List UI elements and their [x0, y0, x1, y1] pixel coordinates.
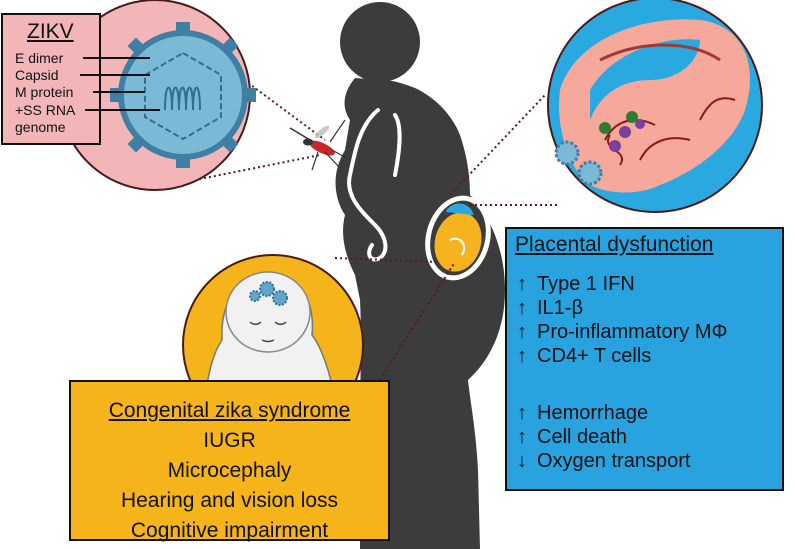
list-item: Hearing and vision loss: [120, 489, 339, 512]
womb-fetus: [425, 195, 491, 281]
virus-particles: [554, 140, 603, 186]
list-item: ↑Type 1 IFN: [517, 273, 635, 295]
placenta-tissue-inset: [547, 0, 763, 213]
down-arrow-icon: ↓: [517, 450, 527, 472]
up-arrow-icon: ↑: [517, 321, 527, 343]
list-item: Microcephaly: [167, 459, 292, 482]
label-genome: genome: [15, 119, 66, 135]
list-item: ↑Pro-inflammatory MΦ: [517, 321, 728, 343]
list-item: Cognitive impairment: [130, 519, 329, 542]
up-arrow-icon: ↑: [517, 273, 527, 295]
list-item: ↓Oxygen transport: [517, 450, 691, 472]
label-m-protein: M protein: [15, 84, 74, 100]
placental-dysfunction-box: Placental dysfunction ↑Type 1 IFN ↑IL1-β…: [505, 227, 784, 491]
up-arrow-icon: ↑: [517, 402, 527, 424]
immune-cells: [599, 111, 645, 152]
list-item: ↑IL1-β: [517, 297, 583, 319]
congenital-zika-syndrome-box: Congenital zika syndrome IUGR Microcepha…: [69, 380, 390, 542]
zikv-title: ZIKV: [27, 20, 74, 43]
label-e-dimer: E dimer: [15, 50, 64, 66]
list-item: ↑Cell death: [517, 426, 628, 448]
immune-effects-list: ↑Type 1 IFN ↑IL1-β ↑Pro-inflammatory MΦ …: [517, 272, 727, 368]
label-ss-rna: +SS RNA: [15, 102, 76, 118]
up-arrow-icon: ↑: [517, 345, 527, 367]
label-capsid: Capsid: [15, 67, 59, 83]
mosquito: [289, 119, 351, 171]
list-item: IUGR: [203, 429, 256, 452]
list-item: ↑CD4+ T cells: [517, 345, 652, 367]
list-item: ↑Hemorrhage: [517, 402, 649, 424]
placental-dysfunction-title: Placental dysfunction: [515, 233, 714, 256]
up-arrow-icon: ↑: [517, 297, 527, 319]
up-arrow-icon: ↑: [517, 426, 527, 448]
syndrome-title: Congenital zika syndrome: [108, 399, 351, 422]
syndrome-list: IUGR Microcephaly Hearing and vision los…: [71, 426, 388, 546]
tissue-effects-list: ↑Hemorrhage ↑Cell death ↓Oxygen transpor…: [517, 401, 690, 473]
zikv-virus-inset: [1, 0, 256, 191]
